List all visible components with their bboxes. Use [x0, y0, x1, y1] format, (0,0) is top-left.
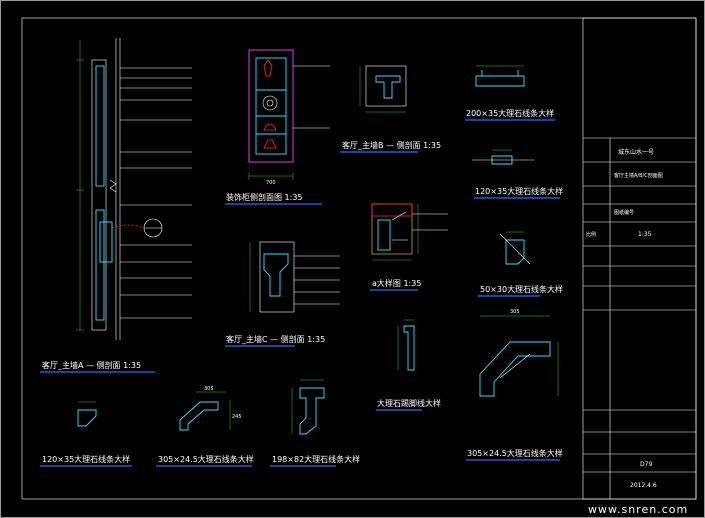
watermark: www.snren.com [588, 503, 688, 516]
title-block: 城东山水一号 客厅主墙A/B/C剖面图 图纸编号 比例 1:35 D79 201… [582, 17, 697, 500]
label-detail-c: 装饰柜侧剖面图 1:35 [226, 192, 303, 202]
detail-a-enlarged [370, 203, 448, 291]
label-detail-b: 客厅_主墙C — 侧剖面 1:35 [226, 334, 325, 344]
title-sheet-number: D79 [640, 461, 652, 468]
dim-moulding-j-top: 305 [204, 386, 214, 392]
detail-moulding-120x35-right [472, 149, 560, 199]
detail-wall-section-b [340, 65, 418, 153]
detail-moulding-50x30 [478, 231, 540, 297]
inner-frame [21, 17, 697, 500]
label-detail-h: 50×30大理石线条大样 [480, 284, 563, 294]
label-detail-i: 120×35大理石线条大样 [42, 454, 130, 464]
detail-moulding-305-small: 305 245 [156, 386, 252, 467]
label-detail-l: 大理石踢脚线大样 [377, 398, 441, 408]
label-detail-j: 305×24.5大理石线条大样 [158, 454, 254, 464]
label-detail-g: 120×35大理石线条大样 [475, 186, 563, 196]
label-detail-k: 198×82大理石线条大样 [272, 454, 360, 464]
title-scale-value: 1:35 [638, 231, 652, 238]
title-date: 2012.4.6 [630, 482, 657, 489]
title-drawing-name: 客厅主墙A/B/C剖面图 [614, 172, 663, 179]
dim-moulding-j-side: 245 [232, 414, 242, 420]
label-detail-a: 客厅_主墙A — 侧剖面 1:35 [42, 360, 141, 370]
dim-cabinet-width: 700 [266, 180, 276, 186]
detail-wall-section-a [40, 38, 192, 373]
dim-moulding-m-top: 305 [510, 309, 520, 315]
detail-skirting-moulding [376, 319, 422, 411]
title-number-label: 图纸编号 [614, 209, 634, 216]
detail-moulding-305-large: 305 [466, 309, 560, 461]
detail-moulding-198x82 [270, 379, 336, 467]
detail-moulding-120x35-left [40, 401, 132, 467]
title-project: 城东山水一号 [618, 148, 654, 156]
title-scale-label: 比例 [586, 231, 596, 238]
detail-decorative-cabinet: 700 [225, 49, 330, 205]
label-detail-e: a大样图 1:35 [372, 278, 421, 288]
detail-moulding-200x35 [465, 65, 555, 121]
label-detail-d: 客厅_主墙B — 侧剖面 1:35 [342, 140, 441, 150]
label-detail-m: 305×24.5大理石线条大样 [467, 448, 563, 458]
detail-wall-section-c [225, 241, 340, 347]
label-detail-f: 200×35大理石线条大样 [466, 108, 554, 118]
